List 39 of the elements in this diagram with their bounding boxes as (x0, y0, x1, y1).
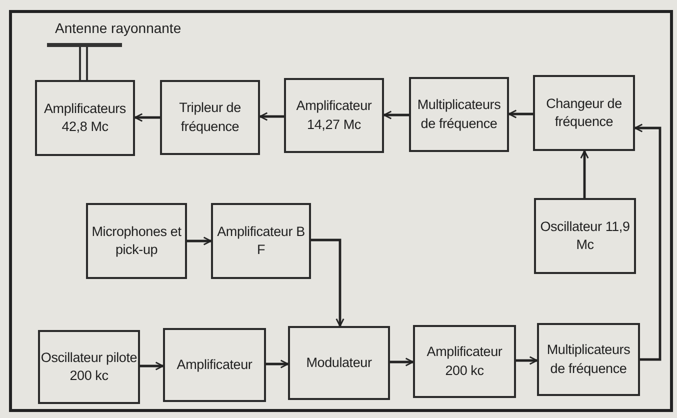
arrow (311, 238, 344, 327)
block-label: Amplificateurs 42,8 Mc (43, 100, 127, 136)
block-box (86, 203, 187, 279)
block-box (413, 325, 516, 398)
block-label: Oscillateur pilote 200 kc (40, 348, 138, 385)
block-label: Microphones et pick-up (90, 222, 182, 259)
block-label: Amplificateur B F (216, 222, 306, 259)
block-box (163, 328, 266, 402)
arrow (580, 150, 589, 198)
block-box (284, 78, 384, 153)
arrow (508, 110, 533, 118)
arrow (266, 360, 289, 368)
block-label: Modulateur (306, 354, 372, 372)
block-box (288, 326, 390, 400)
block-label: Amplificateur 200 kc (426, 343, 504, 380)
block-label: Multiplicateurs de fréquence (546, 341, 632, 378)
block-box (211, 203, 311, 279)
block-label: Oscillateur 11,9 Mc (539, 218, 631, 254)
arrow (516, 356, 538, 365)
arrow (259, 112, 284, 121)
block-box (160, 80, 260, 155)
arrow (634, 124, 662, 361)
arrow (134, 113, 160, 122)
block-label: Tripleur de fréquence (178, 99, 242, 136)
arrow (140, 362, 164, 370)
block-label: Amplificateur 14,27 Mc (295, 97, 373, 134)
block-box (35, 80, 135, 156)
antenna-label: Antenne rayonnante (55, 20, 182, 36)
block-box (38, 330, 140, 404)
block-box (537, 323, 640, 396)
block-label: Amplificateur (176, 356, 252, 374)
arrow (390, 358, 414, 366)
block-label: Changeur de fréquence (545, 94, 623, 131)
block-box (409, 77, 509, 152)
block-label: Multiplicateurs de fréquence (416, 96, 502, 133)
arrow (383, 110, 409, 120)
block-box (533, 75, 635, 151)
block-box (534, 198, 636, 274)
arrow (187, 236, 212, 246)
